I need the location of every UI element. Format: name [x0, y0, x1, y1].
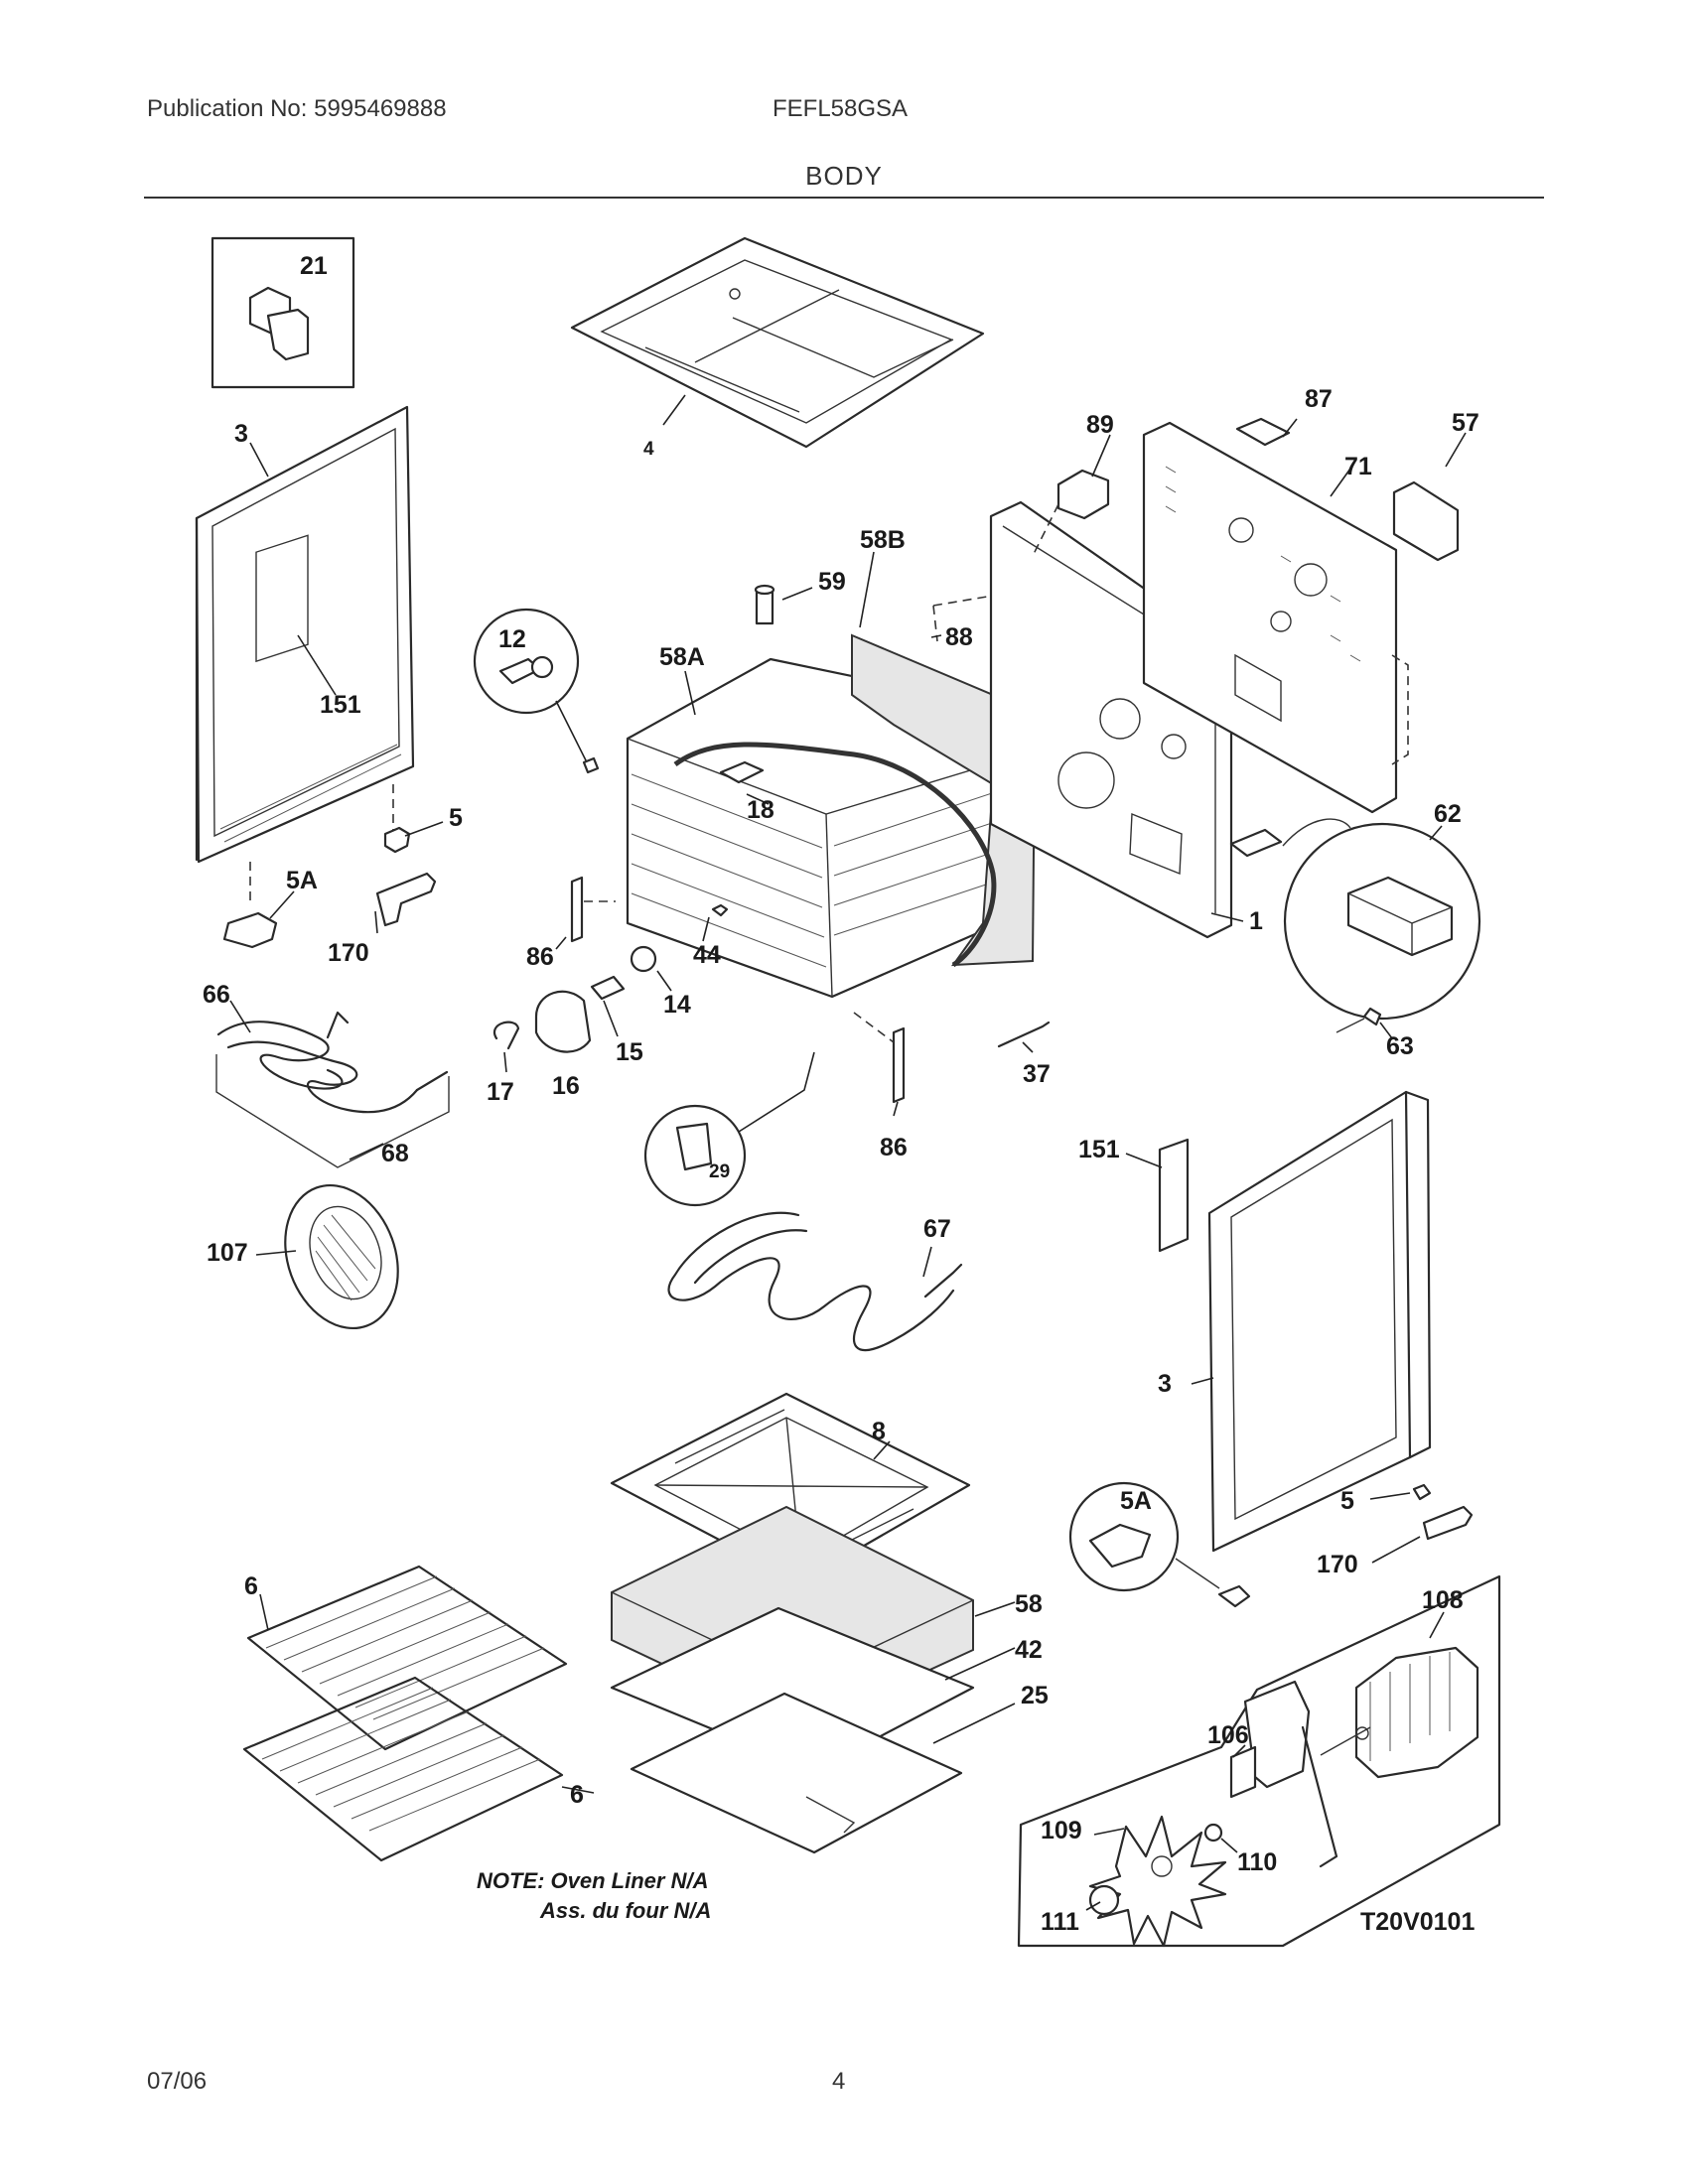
callout-170-left: 170 — [328, 939, 369, 967]
part-71-rear-panel: 71 87 57 — [1142, 385, 1479, 814]
callout-68: 68 — [381, 1140, 409, 1167]
callout-18: 18 — [747, 796, 774, 824]
callout-3-left: 3 — [234, 420, 248, 448]
part-25-plate: 25 — [630, 1682, 1049, 1854]
callout-58: 58 — [1015, 1590, 1043, 1618]
part-67-bake-element: 67 — [667, 1211, 963, 1351]
part-21-inset: 21 — [211, 236, 355, 389]
callout-87: 87 — [1305, 385, 1333, 413]
part-59-88: 59 88 — [754, 568, 994, 651]
callout-5-right: 5 — [1340, 1487, 1354, 1515]
callout-86-left: 86 — [526, 943, 554, 971]
callout-1: 1 — [1249, 907, 1263, 935]
note-line-1: NOTE: Oven Liner N/A — [477, 1868, 708, 1893]
callout-63: 63 — [1386, 1032, 1414, 1060]
part-6-racks: 6 6 — [242, 1565, 595, 1862]
callout-111: 111 — [1041, 1908, 1079, 1936]
callout-42: 42 — [1015, 1636, 1043, 1664]
callout-89: 89 — [1086, 411, 1114, 439]
callout-71: 71 — [1344, 453, 1372, 480]
callout-109: 109 — [1041, 1817, 1082, 1844]
part-44-86: 44 86 — [526, 876, 729, 971]
callout-25: 25 — [1021, 1682, 1049, 1709]
part-66-broil-element: 66 68 — [203, 981, 450, 1168]
note-line-2: Ass. du four N/A — [539, 1898, 711, 1923]
callout-5A-left: 5A — [286, 867, 318, 894]
model-number: FEFL58GSA — [773, 95, 909, 122]
callout-4: 4 — [643, 439, 654, 460]
callout-110: 110 — [1237, 1848, 1277, 1876]
part-29-detail: 29 — [643, 1051, 815, 1207]
part-58B-insulation: 58B — [673, 526, 1037, 968]
section-title: BODY — [805, 161, 883, 191]
callout-15: 15 — [616, 1038, 643, 1066]
callout-58B: 58B — [860, 526, 906, 554]
callout-108: 108 — [1422, 1586, 1464, 1614]
callout-12: 12 — [498, 625, 526, 653]
callout-151-left: 151 — [320, 691, 361, 719]
callout-5A-right: 5A — [1120, 1487, 1152, 1515]
callout-6-bottom: 6 — [570, 1781, 584, 1809]
part-86-37: 86 37 — [853, 1012, 1051, 1161]
callout-3-right: 3 — [1158, 1370, 1172, 1398]
callout-17: 17 — [487, 1078, 514, 1106]
callout-21: 21 — [300, 252, 328, 280]
callout-37: 37 — [1023, 1060, 1051, 1088]
callout-16: 16 — [552, 1072, 580, 1100]
callout-57: 57 — [1452, 409, 1479, 437]
callout-86-right: 86 — [880, 1134, 908, 1161]
callout-29: 29 — [709, 1161, 730, 1182]
part-3-left-side-panel: 3 151 — [195, 405, 415, 864]
callout-44: 44 — [693, 941, 721, 969]
callout-67: 67 — [923, 1215, 951, 1243]
part-62-terminal-detail: 62 63 — [1229, 800, 1481, 1060]
callout-59: 59 — [818, 568, 846, 596]
part-3-right-side-panel: 3 151 — [1078, 1090, 1432, 1553]
callout-58A: 58A — [659, 643, 705, 671]
footer-page-number: 4 — [832, 2068, 846, 2095]
convection-fan-box: 108 106 109 110 111 T20V0101 — [1017, 1574, 1501, 1948]
light-assembly: 14 15 16 17 — [487, 945, 691, 1106]
callout-5-left: 5 — [449, 804, 463, 832]
part-4-top-panel: 4 — [570, 236, 985, 460]
left-brackets: 5 5A 170 — [222, 784, 463, 967]
part-12-detail: 12 — [473, 608, 600, 774]
part-107-fan-cover: 107 — [207, 1183, 399, 1330]
callout-106: 106 — [1207, 1721, 1249, 1749]
callout-107: 107 — [207, 1239, 248, 1267]
callout-88: 88 — [945, 623, 973, 651]
footer-date: 07/06 — [147, 2068, 208, 2095]
callout-6-top: 6 — [244, 1572, 258, 1600]
callout-151-right: 151 — [1078, 1136, 1120, 1163]
callout-14: 14 — [663, 991, 691, 1019]
header-rule — [144, 197, 1544, 199]
callout-66: 66 — [203, 981, 230, 1009]
callout-8: 8 — [872, 1418, 886, 1445]
right-brackets: 5A 5 170 — [1068, 1481, 1474, 1608]
part-18: 18 — [719, 760, 774, 824]
callout-170-right: 170 — [1317, 1551, 1358, 1578]
publication-number: Publication No: 5995469888 — [147, 95, 447, 122]
diagram-code: T20V0101 — [1360, 1908, 1475, 1936]
callout-62: 62 — [1434, 800, 1462, 828]
